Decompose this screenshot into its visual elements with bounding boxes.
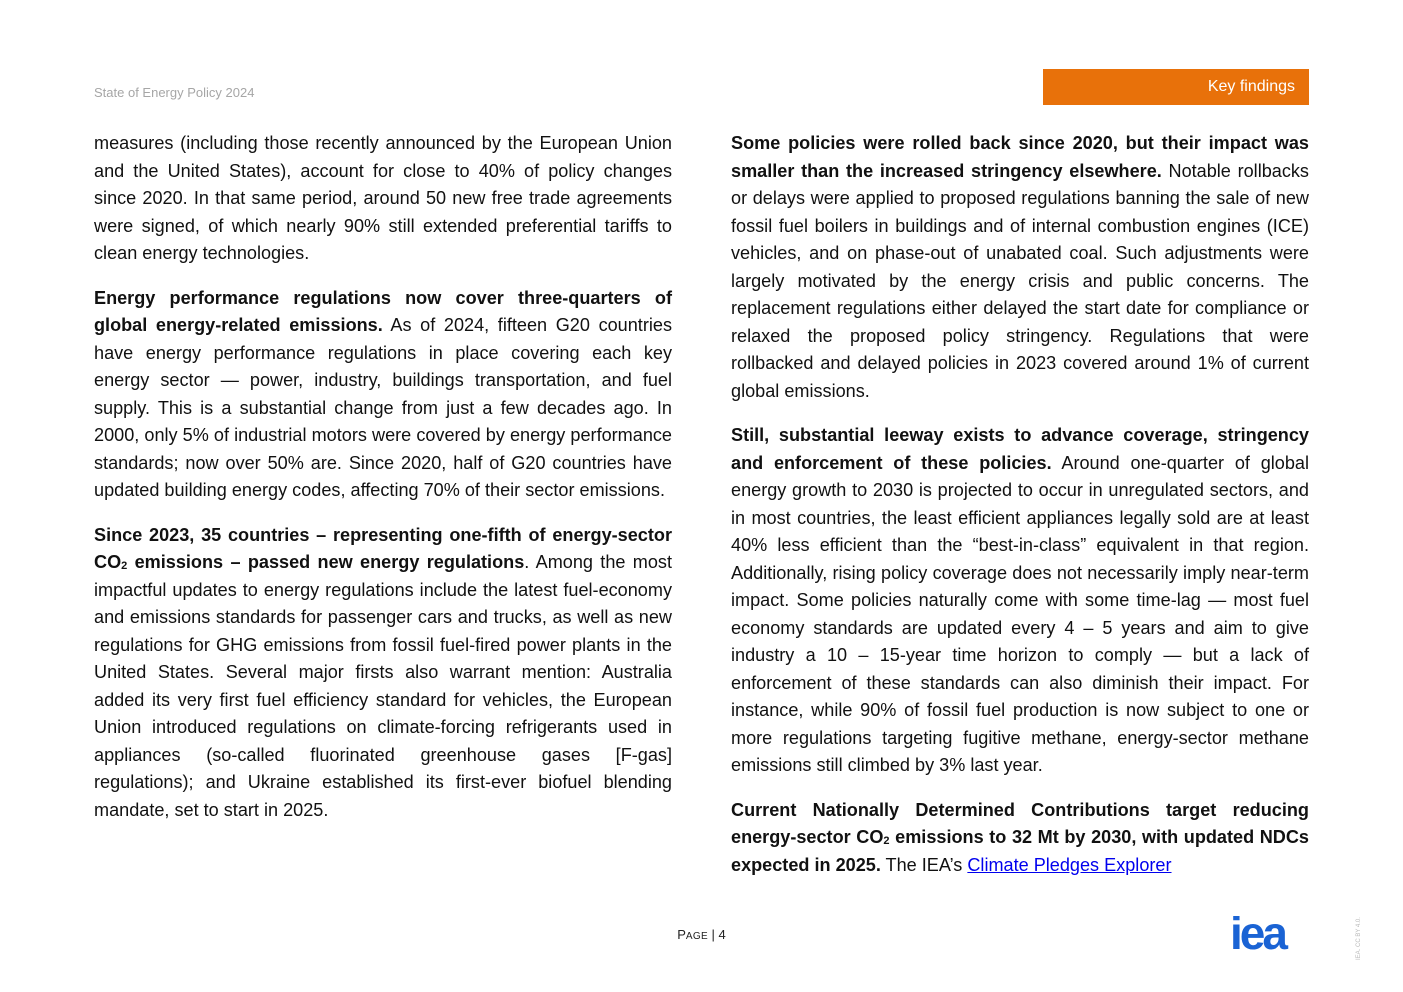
paragraph-trade-measures: measures (including those recently annou…: [94, 133, 672, 263]
paragraph-energy-performance: Energy performance regulations now cover…: [94, 287, 672, 501]
climate-pledges-explorer-link[interactable]: Climate Pledges Explorer: [967, 854, 1172, 875]
paragraph-rollbacks: Some policies were rolled back since 202…: [731, 133, 1309, 401]
paragraph-ndcs: Current Nationally Determined Contributi…: [731, 799, 1309, 875]
section-tab-label: Key findings: [1207, 78, 1295, 95]
paragraph-new-regulations: Since 2023, 35 countries – representing …: [94, 524, 672, 820]
paragraph-heading: Since 2023, 35 countries – representing …: [94, 524, 672, 573]
left-column: measures (including those recently annou…: [94, 130, 672, 841]
right-column: Some policies were rolled back since 202…: [731, 130, 1309, 896]
paragraph-leeway: Still, substantial leeway exists to adva…: [731, 425, 1309, 775]
paragraph-heading: Some policies were rolled back since 202…: [731, 133, 1309, 181]
svg-text:iea: iea: [1231, 916, 1288, 952]
paragraph-heading: Current Nationally Determined Contributi…: [731, 799, 1309, 875]
paragraph-heading: Energy performance regulations now cover…: [94, 287, 672, 336]
running-header-title: State of Energy Policy 2024: [94, 85, 255, 100]
license-note: IEA. CC BY 4.0.: [1356, 917, 1362, 960]
paragraph-heading: Still, substantial leeway exists to adva…: [731, 425, 1309, 473]
iea-logo: iea: [1231, 916, 1291, 952]
page-number: PAGE | 4: [677, 927, 726, 942]
section-tab-key-findings: Key findings: [1043, 69, 1309, 105]
